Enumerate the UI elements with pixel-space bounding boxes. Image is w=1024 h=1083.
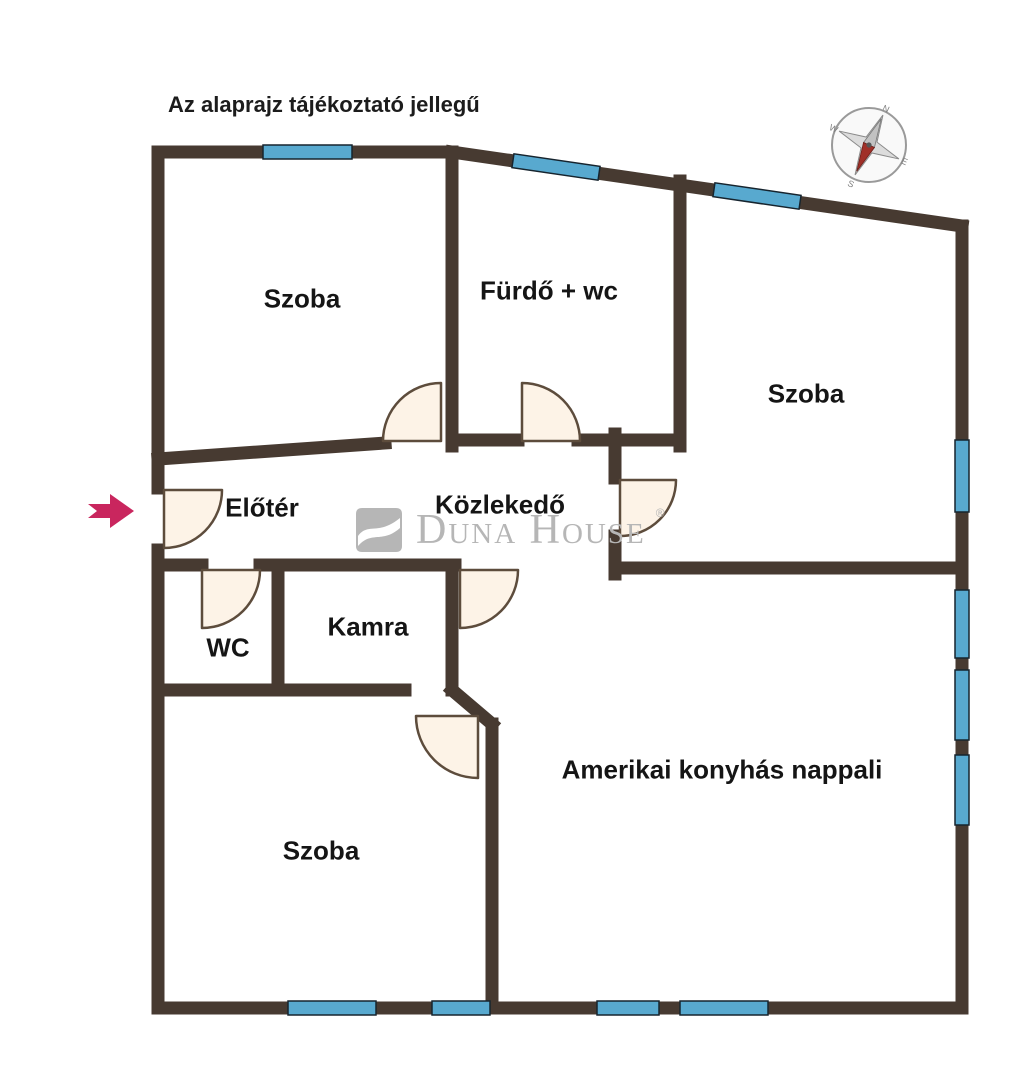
walls [151,144,970,1015]
door-icon [520,381,582,443]
compass-n-label: N [881,103,891,115]
window-icon [954,669,970,741]
room-label-szoba-bottom-left: Szoba [282,835,360,866]
entrance-door-icon [162,488,224,550]
watermark: Duna House ® [352,506,665,554]
window-icon [511,152,601,182]
watermark-text: Duna House [416,507,646,553]
door-icon [618,478,678,538]
room-label-furdo-wc: Fürdő + wc [480,275,618,306]
window-icon [954,754,970,826]
window-icon [431,1000,491,1016]
windows [262,144,970,1016]
window-icon [954,589,970,659]
room-label-wc: WC [206,632,250,663]
compass-s-label: S [846,178,856,190]
room-label-szoba-top-left: Szoba [263,283,341,314]
room-label-szoba-right: Szoba [767,378,845,409]
disclaimer-text: Az alaprajz tájékoztató jellegű [168,92,480,117]
window-icon [262,144,353,160]
room-label-nappali: Amerikai konyhás nappali [561,754,883,785]
door-icon [381,381,443,443]
window-icon [954,439,970,513]
window-icon [596,1000,660,1016]
room-label-kamra: Kamra [327,611,409,642]
entrance-arrow-icon [88,494,134,528]
door-icon [200,568,262,630]
window-icon [287,1000,377,1016]
compass-rose-icon: N E S W [828,103,910,190]
registered-mark: ® [655,506,665,520]
window-icon [679,1000,769,1016]
door-icon [458,568,520,630]
room-label-eloter: Előtér [225,492,299,523]
door-icon [414,714,480,780]
window-icon [712,181,802,211]
room-label-kozlekedo: Közlekedő [434,489,566,520]
compass-e-label: E [900,156,910,168]
duna-house-logo-icon [356,508,402,552]
doors [162,381,678,780]
